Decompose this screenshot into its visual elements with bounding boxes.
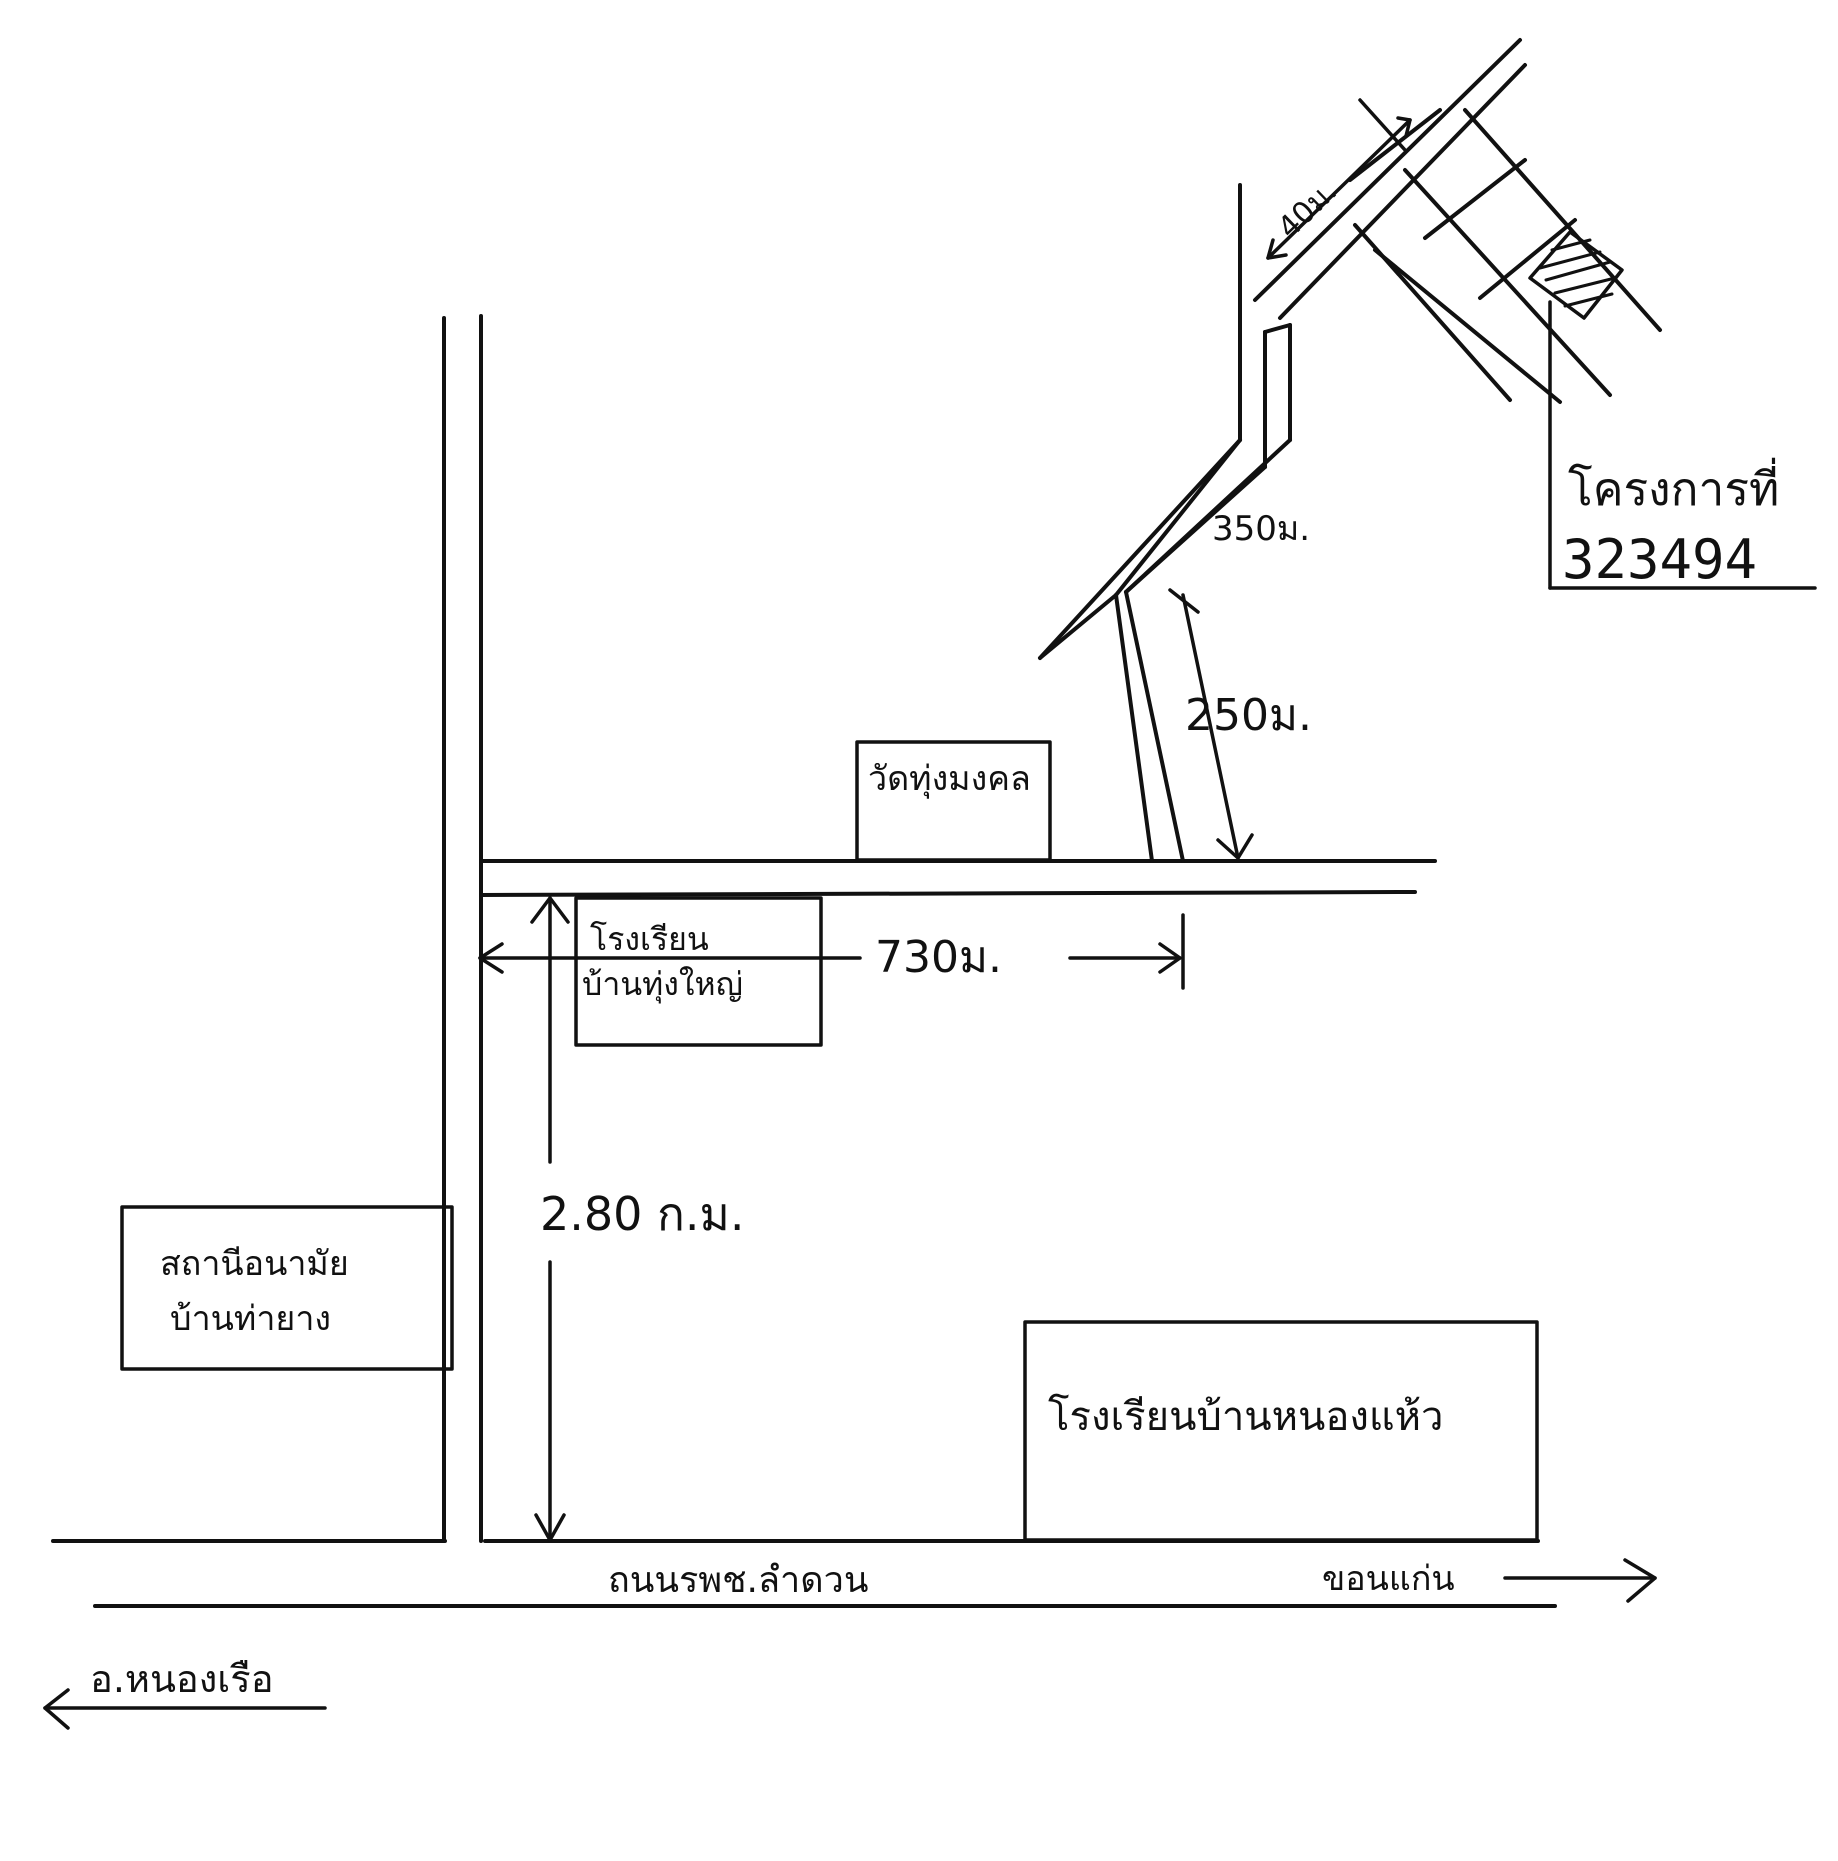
wat-box <box>855 740 1052 862</box>
arrow-to-right <box>1503 1558 1657 1603</box>
school-small-line2: บ้านทุ่งใหญ่ <box>582 965 743 1004</box>
distance-730-label: 730ม. <box>875 932 1002 983</box>
distance-top-label: 40ม. <box>1271 174 1344 246</box>
middle-road <box>479 859 1437 897</box>
distance-top-marker <box>1266 98 1412 260</box>
school-small-line1: โรงเรียน <box>590 920 709 958</box>
vertical-road <box>442 314 483 1543</box>
main-road-label: ถนนรพช.ลำดวน <box>608 1560 868 1601</box>
distance-350-label: 350ม. <box>1212 509 1310 549</box>
distance-280-label: 2.80 ก.ม. <box>540 1187 744 1241</box>
project-number: 323494 <box>1562 528 1757 591</box>
school-small-box <box>574 896 823 1047</box>
school-large-label: โรงเรียนบ้านหนองแห้ว <box>1048 1394 1444 1440</box>
direction-left-label: อ.หนองเรือ <box>90 1657 274 1701</box>
direction-right-label: ขอนแก่น <box>1322 1559 1455 1599</box>
health-station-line1: สถานีอนามัย <box>160 1244 349 1284</box>
distance-250-label: 250ม. <box>1185 690 1312 741</box>
project-site-marker <box>1528 230 1817 590</box>
health-station-box <box>120 1205 454 1371</box>
distance-250-marker <box>1168 588 1254 860</box>
branch-road <box>1038 38 1527 863</box>
arrow-to-left <box>43 1688 327 1730</box>
plot-grid <box>1348 108 1662 404</box>
distance-280-marker <box>530 896 570 1542</box>
wat-label: วัดทุ่งมงคล <box>868 759 1031 799</box>
school-large-box <box>1023 1320 1539 1542</box>
health-station-line2: บ้านท่ายาง <box>170 1299 331 1339</box>
distance-730-marker <box>478 913 1185 990</box>
project-label: โครงการที่ <box>1568 457 1779 516</box>
